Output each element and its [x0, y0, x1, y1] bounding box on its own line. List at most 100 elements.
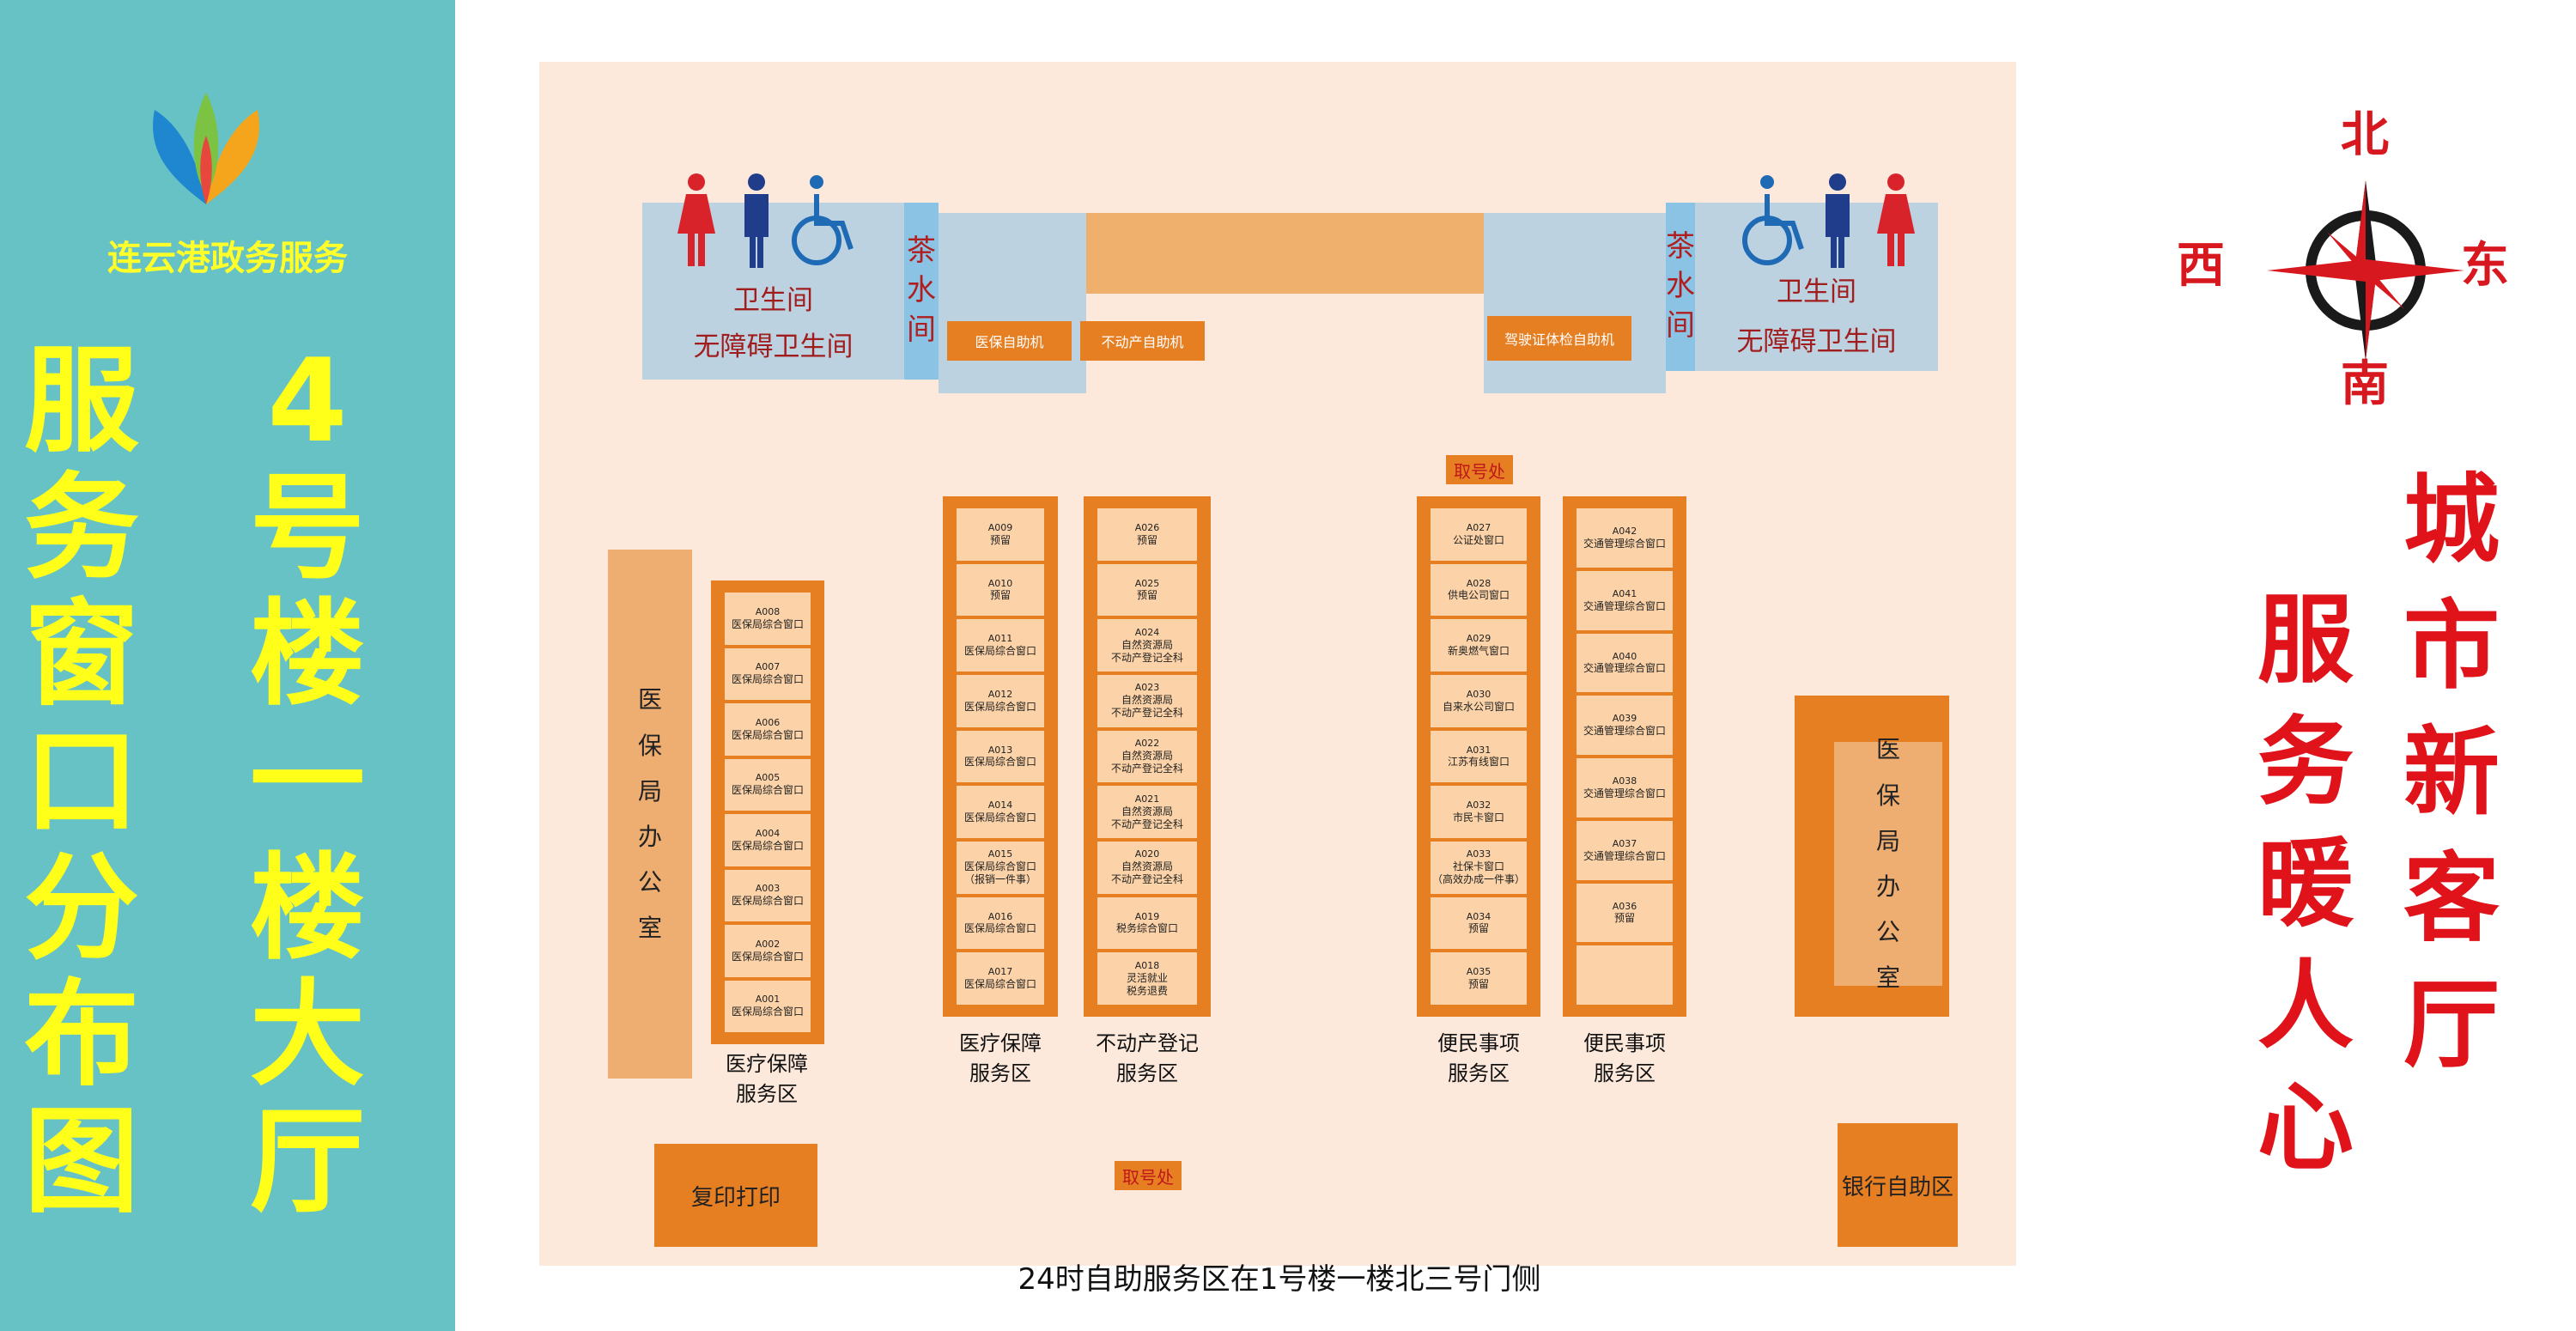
zone-label-convenience-2: 便民事项服务区 — [1583, 1031, 1666, 1085]
window-code: A040 — [1612, 650, 1637, 662]
slogan-char: 人 — [2257, 950, 2354, 1062]
slogan-char: 新 — [2403, 716, 2500, 829]
slogan-column-right: 城市新客厅 — [2396, 472, 2507, 1073]
office-char: 医 — [1875, 735, 1900, 764]
title-char: 图 — [23, 1094, 139, 1229]
title-char: 楼 — [249, 841, 365, 975]
title-char: 号 — [249, 460, 365, 595]
window-label: 预留 — [1467, 922, 1489, 935]
slogan-char: 暖 — [2257, 828, 2354, 940]
window-label: 医保局综合窗口 — [731, 1006, 804, 1018]
window-code: A021 — [1134, 793, 1160, 805]
window-label: 预留 — [989, 589, 1011, 602]
zone-label-medical-1: 医疗保障服务区 — [726, 1052, 808, 1106]
office-char: 医 — [637, 685, 662, 714]
bank-self-service-area: 银行自助区 — [1838, 1123, 1958, 1247]
window-label: （报销一件事） — [963, 873, 1036, 886]
copy-print-area: 复印打印 — [654, 1144, 817, 1247]
window-label: 自然资源局 — [1121, 805, 1173, 817]
window-label: 医保局综合窗口 — [731, 895, 804, 908]
title-char: 分 — [23, 841, 139, 975]
window-label: 预留 — [989, 533, 1011, 546]
female-icon — [677, 173, 715, 266]
office-char: 公 — [637, 868, 662, 897]
slogan-column-left: 服务暖人心 — [2250, 593, 2361, 1176]
title-char: 4 — [267, 334, 348, 468]
compass-rose-icon — [2267, 180, 2464, 361]
slogan-char: 城 — [2403, 464, 2500, 576]
window-code: A039 — [1612, 713, 1637, 725]
window-label: 医保局综合窗口 — [731, 839, 804, 852]
title-char: 厅 — [249, 1094, 365, 1229]
slogan-char: 务 — [2257, 706, 2354, 818]
ticket-desk-north: 取号处 — [1446, 455, 1513, 484]
tea-room-east: 茶水间 — [1666, 203, 1695, 371]
window-label: 自来水公司窗口 — [1442, 700, 1515, 713]
compass-west-label: 西 — [2177, 238, 2225, 294]
title-column-1: 服务窗口分布图 — [17, 343, 146, 1219]
window-code: A037 — [1612, 837, 1637, 849]
window-label: 医保局综合窗口 — [731, 784, 804, 797]
window-label: 医保局综合窗口 — [963, 811, 1036, 824]
window-label: 预留 — [1613, 912, 1635, 925]
window-code: A004 — [755, 827, 781, 839]
window-code: A011 — [987, 633, 1013, 645]
zone-label-property: 不动产登记服务区 — [1096, 1031, 1199, 1085]
window-code: A018 — [1134, 959, 1160, 971]
window-code: A027 — [1466, 521, 1492, 533]
restroom-west-label-2: 无障碍卫生间 — [693, 331, 854, 362]
office-char: 办 — [637, 823, 662, 851]
window-code: A033 — [1466, 848, 1492, 860]
office-char: 公 — [1875, 918, 1900, 947]
window-label: 医保局综合窗口 — [963, 922, 1036, 935]
window-code: A023 — [1134, 682, 1160, 694]
window-code: A013 — [987, 744, 1013, 756]
machine-medical: 医保自助机 — [947, 321, 1072, 361]
window-label: 社保卡窗口 — [1452, 860, 1504, 873]
window-label: 不动产登记全科 — [1110, 817, 1183, 830]
window-label: 公证处窗口 — [1452, 533, 1504, 546]
title-char: 布 — [23, 968, 139, 1103]
bottom-note: 24时自助服务区在1号楼一楼北三号门侧 — [1018, 1262, 1541, 1297]
window-code: A038 — [1612, 775, 1637, 787]
central-desk — [1086, 213, 1484, 294]
window-label: 医保局综合窗口 — [731, 673, 804, 686]
window-code: A024 — [1134, 626, 1160, 638]
window-label: 医保局综合窗口 — [963, 756, 1036, 769]
restroom-west-label-1: 卫生间 — [733, 285, 813, 316]
window-code: A035 — [1466, 966, 1492, 978]
window-label: 不动产登记全科 — [1110, 873, 1183, 886]
window-code: A002 — [755, 938, 781, 950]
window-label: 不动产登记全科 — [1110, 707, 1183, 720]
window-label: 医保局综合窗口 — [963, 860, 1036, 873]
female-icon — [1877, 173, 1915, 266]
window-label: 不动产登记全科 — [1110, 762, 1183, 775]
office-char: 保 — [637, 731, 662, 760]
title-char: 务 — [23, 460, 139, 595]
